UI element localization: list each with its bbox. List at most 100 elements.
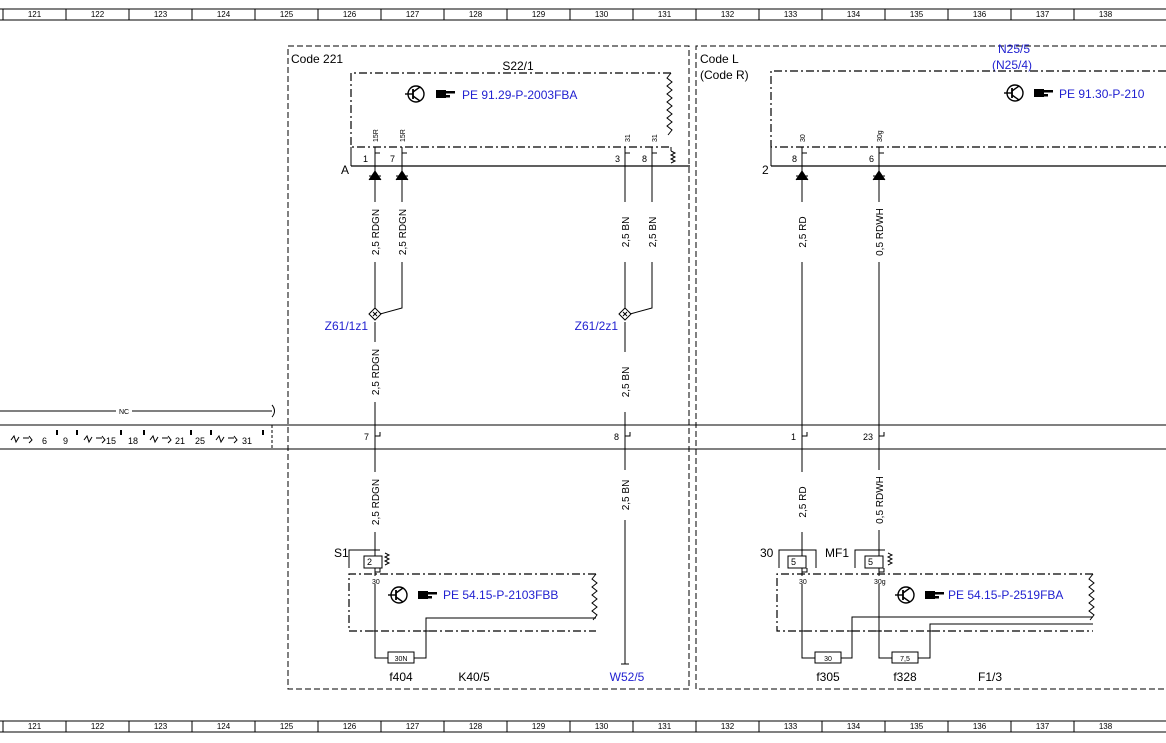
ruler-cell-label: 128: [469, 722, 483, 731]
pin-31-b: 31: [652, 134, 659, 142]
pe-54-15-2103-link[interactable]: PE 54.15-P-2103FBB: [443, 588, 558, 602]
ruler-cell-label: 133: [784, 10, 798, 19]
mf1-label: MF1: [825, 546, 849, 560]
nc-label: NC: [119, 409, 129, 416]
k40-pin-30: 30: [372, 579, 380, 586]
transistor-icon: [405, 85, 425, 103]
wire-label: 2,5 RD: [798, 486, 809, 517]
s22-1-label: S22/1: [502, 59, 534, 73]
ruler-cell-label: 129: [532, 722, 546, 731]
s22-1-break-line: [666, 72, 673, 136]
ruler-cell-label: 131: [658, 722, 672, 731]
pointing-hand-icon: [436, 90, 455, 98]
splice-icon: [618, 307, 632, 321]
f1-3-label: F1/3: [978, 670, 1002, 684]
wire-label: 2,5 BN: [621, 217, 632, 248]
connector-a-label: A: [341, 163, 349, 177]
s1-pin-2: 2: [367, 557, 372, 567]
separation-point-band: NC 6 9 15 18 21 25 31: [0, 404, 1166, 450]
pin-15r-a: 15R: [373, 129, 380, 142]
ruler-cell-label: 131: [658, 10, 672, 19]
ruler-cell-label: 126: [343, 722, 357, 731]
splice-icon: [368, 307, 382, 321]
fuse-7-5-label: 7,5: [900, 656, 910, 663]
s1-label: S1: [334, 546, 349, 560]
wire-label: 0,5 RDWH: [875, 476, 886, 524]
terminal-30-label: 30: [760, 546, 774, 560]
ruler-cell-label: 130: [595, 10, 609, 19]
ruler-cell-label: 135: [910, 10, 924, 19]
pe-91-30-link[interactable]: PE 91.30-P-210: [1059, 87, 1145, 101]
transistor-icon: [388, 586, 408, 604]
code-l-region: [695, 45, 1166, 690]
n25-5-component: 2 PE 91.30-P-210 8 6 30 30g: [762, 70, 1166, 177]
pin-7: 7: [390, 154, 395, 164]
bus-label: 21: [175, 436, 185, 446]
wire-label: 2,5 BN: [648, 217, 659, 248]
ruler-cell-label: 138: [1099, 10, 1113, 19]
transistor-icon: [1004, 84, 1024, 102]
wire-label: 2,5 RDGN: [371, 209, 382, 255]
wire-label: 2,5 RDGN: [398, 209, 409, 255]
pointing-hand-icon: [418, 591, 437, 599]
ruler-cell-label: 133: [784, 722, 798, 731]
code-221-region: [287, 45, 690, 690]
s22-pins: 1 7 3 8 15R 15R 31 31: [363, 129, 659, 164]
mf-pin-5b: 5: [868, 557, 873, 567]
ruler-cell-label: 137: [1036, 722, 1050, 731]
k40-5-label: K40/5: [458, 670, 490, 684]
f13-pin-30g: 30g: [874, 579, 886, 586]
fuse-30-label: 30: [824, 656, 832, 663]
wire-label: 2,5 RD: [798, 216, 809, 247]
ruler-cell-label: 136: [973, 722, 987, 731]
wire-labels: 2,5 RDGN 2,5 RDGN 2,5 BN 2,5 BN 2,5 RD 0…: [371, 208, 886, 525]
fuse-30n-label: 30N: [395, 656, 408, 663]
ruler-cell-label: 124: [217, 722, 231, 731]
sep-pin-23: 23: [863, 432, 873, 442]
mf-pin-5a: 5: [791, 557, 796, 567]
f305-label: f305: [816, 670, 840, 684]
separation-pins: [374, 430, 885, 442]
k40-5-component: S1 2 30 PE 54.15-P-2103FBB 30N f40: [334, 546, 598, 684]
sep-pin-8: 8: [614, 432, 619, 442]
ruler-cell-label: 129: [532, 10, 546, 19]
ruler-cell-label: 128: [469, 10, 483, 19]
ruler-cell-label: 134: [847, 10, 861, 19]
ruler-cell-label: 125: [280, 722, 294, 731]
bus-label: 18: [128, 436, 138, 446]
ruler-cell-label: 123: [154, 722, 168, 731]
n25-5-label: N25/5: [998, 42, 1030, 56]
ruler-cell-label: 127: [406, 722, 420, 731]
n25-4-label: (N25/4): [992, 58, 1032, 72]
ruler-cell-label: 132: [721, 722, 735, 731]
s22-1-component: S22/1 PE 91.29-P-2003FBA A: [341, 59, 690, 177]
pin-31-a: 31: [625, 134, 632, 142]
bus-label: 9: [63, 436, 68, 446]
ruler-cell-label: 127: [406, 10, 420, 19]
wire-label: 2,5 BN: [621, 367, 632, 398]
pe-91-29-link[interactable]: PE 91.29-P-2003FBA: [462, 88, 577, 102]
pin-n30: 30: [800, 134, 807, 142]
sep-pin-1: 1: [791, 432, 796, 442]
ruler-cell-label: 125: [280, 10, 294, 19]
f328-label: f328: [893, 670, 917, 684]
bus-label: 15: [106, 436, 116, 446]
code-r-label: (Code R): [700, 68, 749, 82]
pin-n30g: 30g: [877, 130, 884, 142]
transistor-icon: [895, 586, 915, 604]
ruler-cell-label: 134: [847, 722, 861, 731]
pointing-hand-icon: [1034, 89, 1053, 97]
pe-54-15-2519-link[interactable]: PE 54.15-P-2519FBA: [948, 588, 1063, 602]
connector-2-label: 2: [762, 163, 769, 177]
ruler-cell-label: 123: [154, 10, 168, 19]
pin-stubs: [374, 147, 884, 166]
pointing-hand-icon: [925, 591, 944, 599]
sep-pin-7: 7: [364, 432, 369, 442]
pin-8: 8: [642, 154, 647, 164]
bus-label: 6: [42, 436, 47, 446]
z61-1z1-label: Z61/1z1: [325, 319, 369, 333]
w52-5-label: W52/5: [610, 670, 645, 684]
pin-3: 3: [615, 154, 620, 164]
